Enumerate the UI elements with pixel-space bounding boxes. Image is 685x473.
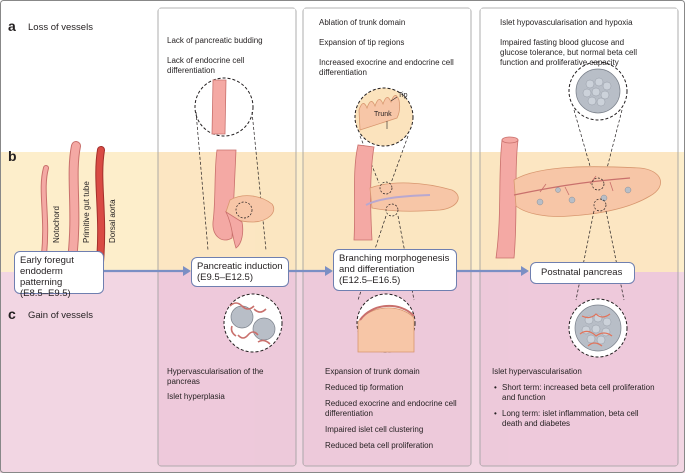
gain-col3-line-4: differentiation	[325, 409, 373, 418]
gain-col2-line-3: Islet hyperplasia	[167, 392, 225, 401]
stage-1-line-1: Early foregut	[20, 255, 74, 266]
loss-col3-line-4: differentiation	[319, 68, 367, 77]
loss-col4-line-2: Impaired fasting blood glucose and	[500, 38, 625, 47]
loss-col4-line-3: glucose tolerance, but normal beta cell	[500, 48, 637, 57]
gut-tube-vessel	[67, 141, 81, 265]
col2-embryo	[212, 149, 275, 249]
loss-col2-line-2: Lack of endocrine cell	[167, 56, 245, 65]
tip-label: Tip	[398, 92, 408, 99]
aorta-label: Dorsal aorta	[108, 199, 117, 243]
gain-col3-line-2: Reduced tip formation	[325, 383, 404, 392]
stage-3-line-2: and differentiation	[339, 264, 415, 275]
stage-box-pancreatic-induction: Pancreatic induction (E9.5–E12.5)	[191, 257, 289, 287]
stage-1-line-2: endoderm patterning	[20, 266, 63, 288]
stage-2-line-1: Pancreatic induction	[197, 261, 283, 272]
col3-gain-inset	[356, 293, 416, 353]
stage-box-postnatal: Postnatal pancreas	[530, 262, 635, 284]
stage-3-line-3: (E12.5–E16.5)	[339, 275, 401, 286]
loss-col4-line-4: function and proliferative capacity	[500, 58, 619, 67]
short-term-line-1: Short term: increased beta cell prolifer…	[502, 383, 655, 392]
stage-2-line-2: (E9.5–E12.5)	[197, 272, 253, 283]
loss-col4-line-1: Islet hypovascularisation and hypoxia	[500, 18, 633, 27]
col4-gain-inset	[568, 298, 628, 358]
trunk-label: Trunk	[374, 111, 392, 118]
short-term-line-2: and function	[502, 393, 546, 402]
gain-col3-line-3: Reduced exocrine and endocrine cell	[325, 399, 457, 408]
section-title-c: Gain of vessels	[28, 310, 93, 321]
col4-pancreas	[495, 136, 661, 301]
notochord-label: Notochord	[52, 206, 61, 243]
col2-gain-inset	[223, 293, 283, 353]
gain-col3-line-6: Reduced beta cell proliferation	[325, 441, 434, 450]
loss-col3-line-3: Increased exocrine and endocrine cell	[319, 58, 454, 67]
section-letter-c: c	[8, 306, 16, 322]
stage-4-line-1: Postnatal pancreas	[541, 267, 623, 278]
section-letter-b: b	[8, 148, 17, 164]
notochord-vessel	[40, 165, 49, 258]
loss-col3-line-2: Expansion of tip regions	[319, 38, 405, 47]
loss-col2-line-1: Lack of pancreatic budding	[167, 36, 263, 45]
section-title-a: Loss of vessels	[28, 22, 93, 33]
flow-arrows	[101, 266, 529, 276]
section-letter-a: a	[8, 18, 16, 34]
col3-loss-inset	[354, 87, 414, 184]
long-term-line-1: Long term: islet inflammation, beta cell	[502, 409, 639, 418]
bullet-marker-short: •	[494, 383, 497, 392]
long-term-line-2: death and diabetes	[502, 419, 571, 428]
gut-tube-label: Primitive gut tube	[82, 181, 91, 243]
stage-1-line-3: (E8.5–E9.5)	[20, 288, 71, 299]
gain-col3-line-1: Expansion of trunk domain	[325, 367, 420, 376]
stage-box-branching: Branching morphogenesis and differentiat…	[333, 249, 457, 291]
loss-col2-line-3: differentiation	[167, 66, 215, 75]
gain-col4-heading: Islet hypervascularisation	[492, 367, 582, 376]
col2-loss-inset	[194, 77, 267, 251]
col4-loss-inset	[568, 61, 628, 181]
gain-col3-line-5: Impaired islet cell clustering	[325, 425, 424, 434]
bullet-marker-long: •	[494, 409, 497, 418]
column-panels	[157, 7, 679, 467]
tip-trunk-pointers	[386, 96, 398, 129]
loss-col3-line-1: Ablation of trunk domain	[319, 18, 406, 27]
gain-col2-line-1: Hypervascularisation of the	[167, 367, 264, 376]
stage-3-line-1: Branching morphogenesis	[339, 253, 450, 264]
aorta-vessel	[95, 146, 106, 266]
gain-col2-line-2: pancreas	[167, 377, 200, 386]
stage-box-early-foregut: Early foregut endoderm patterning (E8.5–…	[14, 251, 104, 299]
